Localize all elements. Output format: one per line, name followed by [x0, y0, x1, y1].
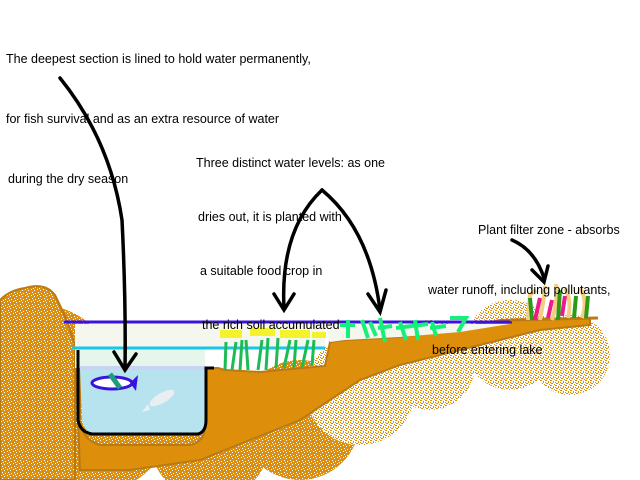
annotation-line: water runoff, including pollutants, — [428, 283, 611, 297]
annotation-line: dries out, it is planted with — [198, 210, 342, 224]
fish-white — [142, 389, 175, 412]
left-bank — [0, 285, 76, 480]
middle-terrace-flowers — [220, 328, 326, 338]
annotation-line: The deepest section is lined to hold wat… — [6, 52, 311, 66]
annotation-line: for fish survival and as an extra resour… — [6, 112, 280, 126]
annotation-line: a suitable food crop in — [200, 264, 323, 278]
plant-filter-annotation: Plant filter zone - absorbs water runoff… — [428, 180, 620, 400]
mid-water-band — [75, 348, 205, 368]
arrow-filter-zone — [510, 238, 550, 286]
arrow-upper-terrace — [320, 188, 388, 317]
upper-terrace-crop — [340, 316, 470, 343]
arrow-deep-section — [58, 76, 138, 374]
deep-section-annotation: The deepest section is lined to hold wat… — [6, 9, 311, 229]
middle-terrace-crop — [223, 337, 316, 371]
annotation-line: during the dry season — [8, 172, 129, 186]
annotation-line: the rich soil accumulated — [202, 318, 340, 332]
pool-liner — [76, 350, 214, 436]
annotation-line: before entering lake — [432, 343, 543, 357]
fish-blue — [90, 372, 138, 391]
plant-filter-zone — [526, 283, 590, 321]
arrow-middle-terrace — [272, 188, 324, 314]
annotation-line: Plant filter zone - absorbs — [478, 223, 620, 237]
annotation-line: Three distinct water levels: as one — [196, 156, 385, 170]
water-levels-annotation: Three distinct water levels: as one drie… — [196, 118, 385, 370]
pool-surface-band — [80, 366, 205, 370]
